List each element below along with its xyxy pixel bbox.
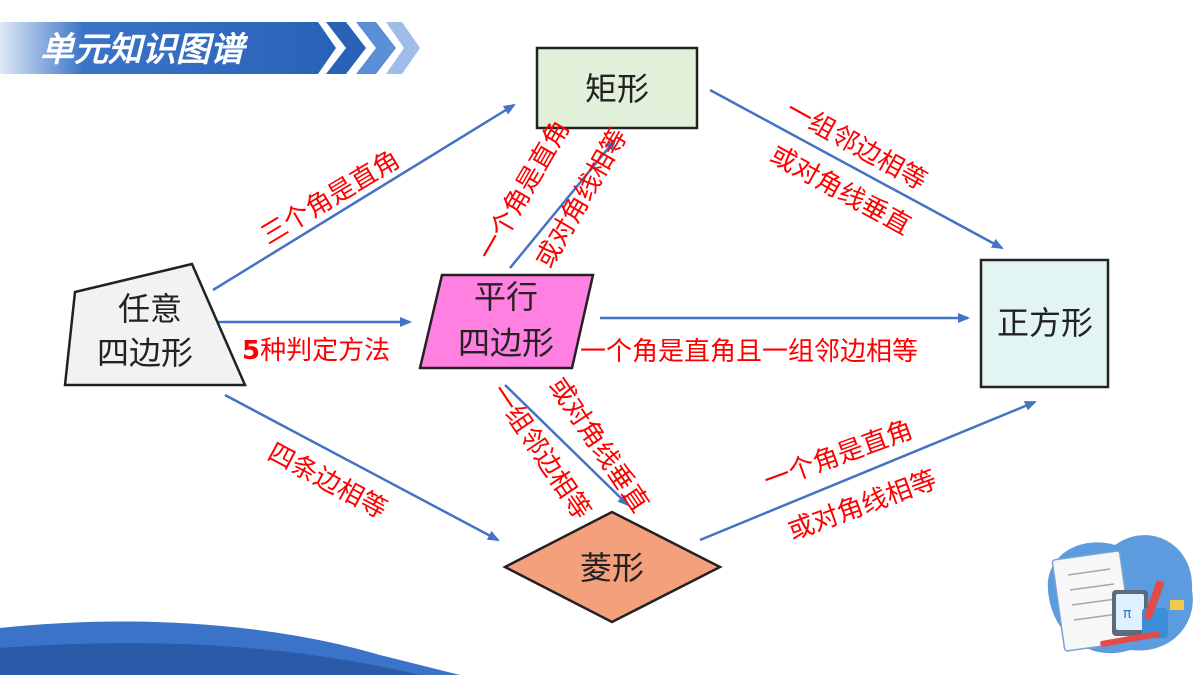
label-quad-para: 5种判定方法 [242, 336, 390, 366]
label-para-square: 一个角是直角且一组邻边相等 [580, 337, 918, 367]
label-quad-para-num: 5 [242, 336, 260, 366]
node-parallelogram: 平行 四边形 [418, 273, 595, 370]
label-quad-para-text: 种判定方法 [260, 336, 390, 366]
parallel-line2: 四边形 [458, 324, 554, 362]
edge-quad-rhombus [224, 393, 500, 542]
rhombus-label: 菱形 [580, 549, 644, 587]
page-title: 单元知识图谱 [40, 30, 249, 70]
edge-quad-rect [212, 103, 516, 292]
pi-glyph-icon: π [1123, 606, 1132, 622]
edge-labels: 三个角是直角 5种判定方法 四条边相等 一个角是直角 或对角线相等 一个角是直角… [242, 95, 941, 547]
quad-line2: 四边形 [97, 334, 193, 372]
edges [212, 88, 1037, 542]
label-quad-rhombus: 四条边相等 [263, 438, 392, 526]
quad-line1: 任意 [118, 290, 182, 328]
math-illustration-icon: π [1047, 535, 1193, 654]
parallel-line1: 平行 [474, 278, 538, 316]
bottom-wave-decoration [0, 621, 460, 675]
node-square: 正方形 [979, 258, 1110, 389]
edge-rhombus-square [699, 400, 1037, 542]
rectangle-label: 矩形 [585, 70, 649, 108]
edge-para-rect [509, 138, 617, 269]
edge-rect-square [709, 88, 1004, 250]
node-rectangle: 矩形 [535, 46, 699, 130]
title-bar: 单元知识图谱 [0, 22, 420, 74]
square-label: 正方形 [997, 304, 1093, 342]
node-rhombus: 菱形 [502, 510, 723, 624]
label-quad-rect: 三个角是直角 [256, 145, 405, 251]
edge-para-rhombus [504, 384, 630, 507]
node-quadrilateral: 任意 四边形 [63, 262, 247, 387]
